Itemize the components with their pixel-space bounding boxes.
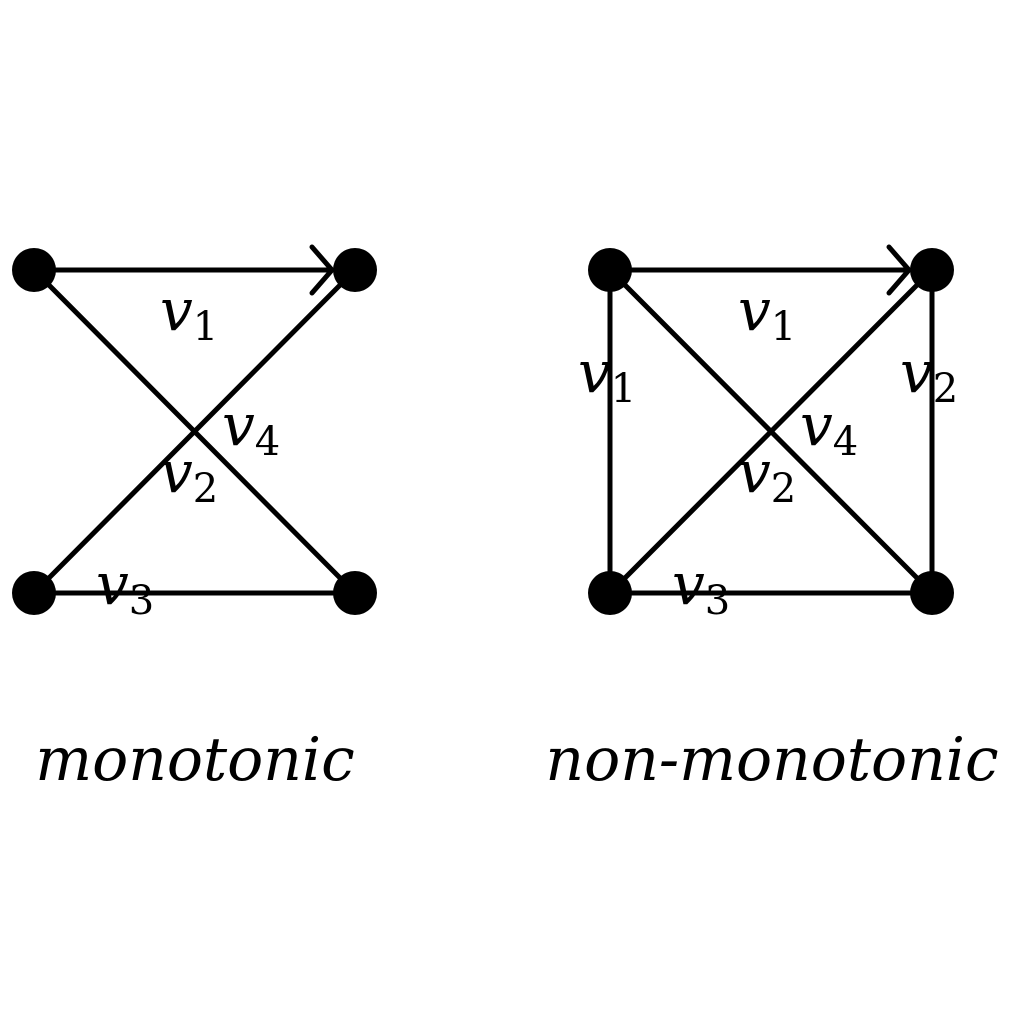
- panel-monotonic: v1 v4 v2 v3 monotonic: [12, 244, 377, 795]
- edge-diagonal-up: [31, 267, 358, 596]
- arrowhead: [309, 244, 335, 296]
- node-bottom-left: [588, 571, 632, 615]
- label-cross: v2: [160, 438, 218, 512]
- caption-non-monotonic: non-monotonic: [545, 725, 998, 795]
- panel-non-monotonic: v1 v1 v2 v4 v2 v3 non-monotonic: [545, 244, 999, 795]
- label-bottom-edge: v3: [672, 550, 730, 624]
- label-top-edge: v1: [160, 276, 218, 350]
- caption-monotonic: monotonic: [35, 725, 354, 795]
- label-center: v4: [800, 391, 858, 465]
- label-right-edge: v2: [900, 338, 958, 412]
- label-center: v4: [222, 391, 280, 465]
- node-top-left: [588, 248, 632, 292]
- label-cross: v2: [738, 438, 796, 512]
- label-bottom-edge: v3: [96, 550, 154, 624]
- node-top-right: [910, 248, 954, 292]
- arrowhead: [886, 244, 912, 296]
- edge-diagonal-up: [607, 267, 935, 596]
- node-top-right: [333, 248, 377, 292]
- node-bottom-left: [12, 571, 56, 615]
- label-top-edge: v1: [738, 276, 796, 350]
- node-bottom-right: [910, 571, 954, 615]
- node-bottom-right: [333, 571, 377, 615]
- node-top-left: [12, 248, 56, 292]
- label-left-edge: v1: [578, 338, 636, 412]
